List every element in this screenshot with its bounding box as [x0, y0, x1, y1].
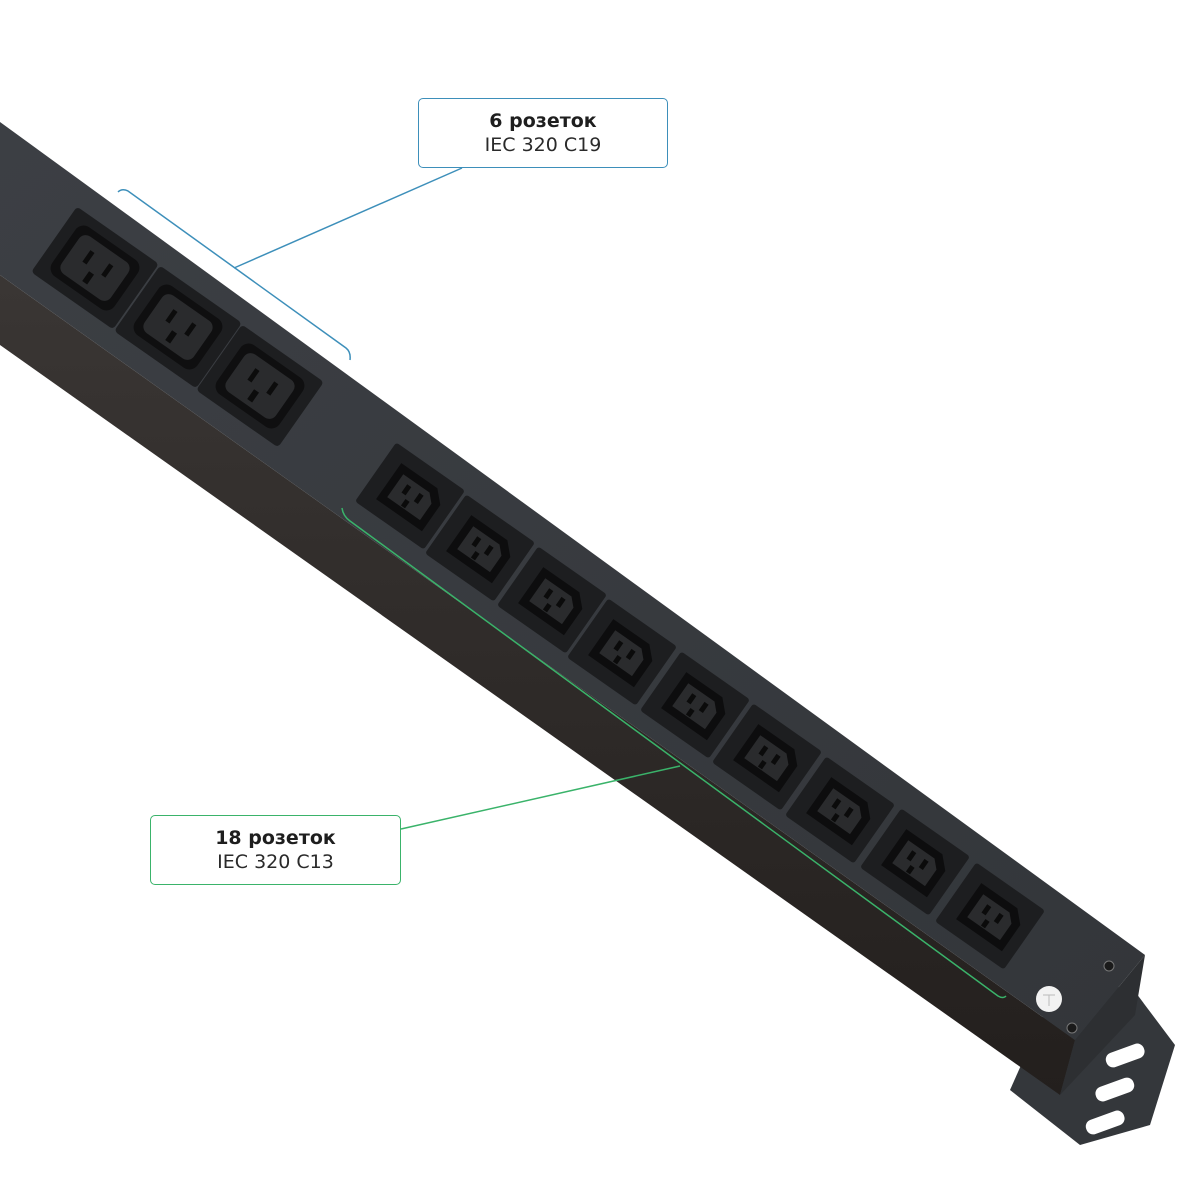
- housing-end: [1060, 955, 1145, 1095]
- screw-icon: [1103, 960, 1115, 972]
- c13-outlet: [786, 757, 894, 863]
- c13-bracket-line: [341, 507, 1007, 999]
- c13-outlet: [498, 547, 606, 653]
- callout-c19-title: 6 розеток: [489, 110, 597, 132]
- c13-outlet: [641, 652, 749, 758]
- c13-outlet: [861, 809, 969, 915]
- c13-outlet: [356, 443, 464, 549]
- c13-outlet: [713, 704, 821, 810]
- callout-c13-title: 18 розеток: [215, 827, 336, 849]
- c13-outlet: [936, 863, 1044, 969]
- screw-icon: [1066, 1022, 1078, 1034]
- c19-outlet-group: [32, 208, 323, 446]
- callout-c13-outlets: 18 розеток IEC 320 C13: [150, 815, 401, 885]
- c13-outlet: [426, 495, 534, 601]
- c19-bracket-line: [117, 167, 463, 361]
- c19-outlet: [32, 208, 158, 328]
- c19-outlet: [197, 326, 323, 446]
- c13-outlet: [568, 599, 676, 705]
- c19-outlet: [115, 267, 241, 387]
- housing-side: [0, 275, 1075, 1095]
- callout-c19-subtitle: IEC 320 C19: [484, 134, 602, 156]
- callout-c13-subtitle: IEC 320 C13: [217, 851, 334, 873]
- c13-outlet-group: [356, 443, 1044, 969]
- callout-c19-outlets: 6 розеток IEC 320 C19: [418, 98, 668, 168]
